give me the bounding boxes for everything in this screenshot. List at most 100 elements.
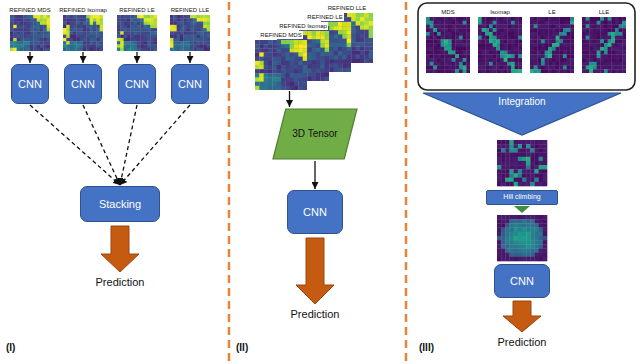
pixel [290, 77, 295, 81]
pixel [504, 66, 508, 70]
pixel [197, 28, 201, 32]
pixel [255, 78, 260, 82]
pixel [173, 44, 177, 48]
pixel [530, 47, 534, 51]
pixel [329, 43, 334, 47]
pixel [570, 51, 574, 55]
pixel [567, 39, 571, 43]
pixel [515, 54, 519, 58]
pixel [17, 22, 21, 26]
pixel [430, 39, 434, 43]
pixel [285, 57, 290, 61]
pixel [298, 73, 303, 77]
pixel [514, 240, 518, 244]
pixel [539, 219, 543, 223]
pixel [541, 36, 545, 40]
pixel [526, 228, 530, 232]
pixel [321, 55, 326, 59]
pixel [299, 35, 304, 39]
pixel [507, 47, 511, 51]
pixel [543, 257, 547, 261]
pixel [466, 62, 470, 66]
pixel [117, 28, 121, 32]
pixel [342, 43, 347, 47]
pixel [364, 59, 369, 63]
pixel [497, 215, 501, 219]
pixel [455, 39, 459, 43]
pixel [66, 18, 70, 22]
stacked-image: REFINED MDS [255, 31, 307, 90]
pixel [485, 39, 489, 43]
pixel [478, 32, 482, 36]
pixel [530, 62, 534, 66]
pixel [130, 28, 134, 32]
pixel [285, 86, 290, 90]
pixel [510, 165, 514, 169]
pixel [482, 58, 486, 62]
pixel [303, 68, 308, 72]
pixel [543, 228, 547, 232]
pixel [134, 38, 138, 42]
pixel [277, 57, 282, 61]
pixel [30, 31, 34, 35]
pixel [43, 18, 47, 22]
pixel [570, 28, 574, 32]
pixel [66, 38, 70, 42]
pixel [90, 15, 94, 19]
pixel [303, 44, 307, 48]
pixel [177, 25, 181, 29]
pixel [545, 39, 549, 43]
pixel [478, 69, 482, 73]
pixel [277, 73, 282, 77]
pixel [444, 32, 448, 36]
pixel [290, 60, 295, 64]
pixel [294, 82, 299, 86]
pixel [170, 28, 174, 32]
pixel [86, 44, 90, 48]
pixel [493, 43, 497, 47]
pixel [83, 25, 87, 29]
pixel [294, 78, 299, 82]
pixel [347, 26, 351, 30]
pixel [497, 248, 501, 252]
pixel [264, 78, 269, 82]
pixel [444, 51, 448, 55]
pixel [17, 25, 21, 29]
pixel [320, 64, 325, 68]
pixel [504, 47, 508, 51]
pixel [277, 78, 282, 82]
pixel [452, 66, 456, 70]
pixel [500, 21, 504, 25]
pixel [518, 51, 522, 55]
pixel [497, 173, 501, 177]
pixel [489, 69, 493, 73]
pixel [541, 47, 545, 51]
pixel [496, 39, 500, 43]
pixel [255, 82, 260, 86]
pixel [489, 17, 493, 21]
pixel [90, 44, 94, 48]
pixel [567, 24, 571, 28]
connector [29, 52, 30, 63]
pixel [10, 22, 14, 26]
pixel [285, 73, 290, 77]
pixel [489, 51, 493, 55]
pixel [552, 47, 556, 51]
pixel [539, 182, 543, 186]
pixel [448, 43, 452, 47]
pixel [321, 35, 326, 39]
pixel [507, 66, 511, 70]
pixel [321, 51, 326, 55]
pixel [43, 35, 47, 39]
pixel [338, 51, 343, 55]
pixel [10, 28, 14, 32]
pixel [100, 38, 103, 42]
pixel [272, 48, 277, 52]
pixel [545, 21, 549, 25]
pixel [127, 35, 131, 39]
pixel [347, 51, 352, 55]
pixel [452, 47, 456, 51]
pixel [255, 57, 260, 61]
pixel [514, 223, 518, 227]
pixel [543, 240, 547, 244]
